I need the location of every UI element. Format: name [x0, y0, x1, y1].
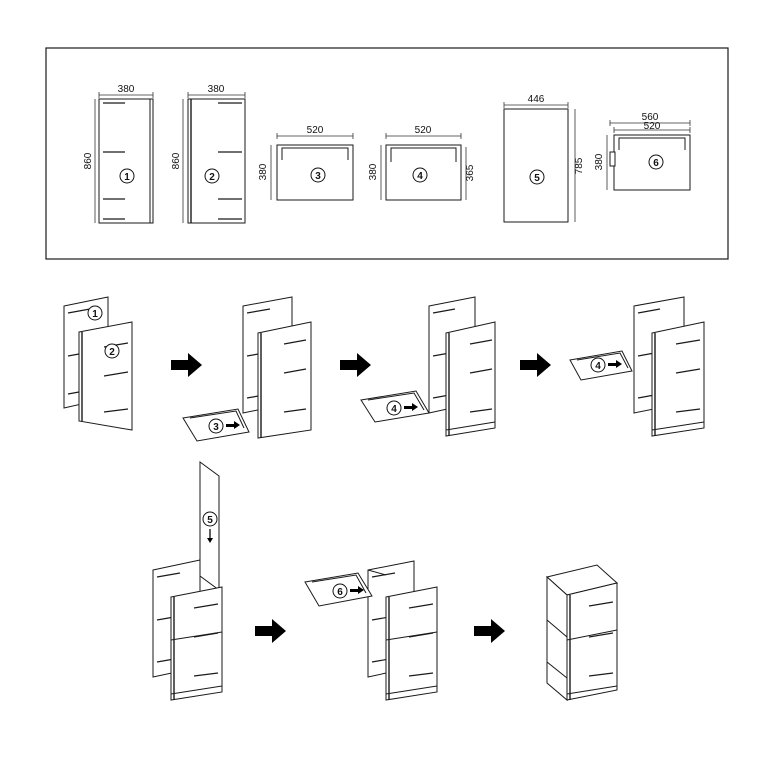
step-5-label-5: 5	[207, 515, 213, 526]
step-3: 4	[360, 296, 496, 437]
part-6-number: 6	[653, 158, 659, 169]
step-4: 4	[569, 296, 705, 437]
step-4-label-4: 4	[595, 361, 601, 372]
part-2: 380 860 2	[171, 84, 246, 224]
part-6: 560 520 380 6	[594, 112, 691, 191]
part-3-width-label: 520	[307, 125, 324, 136]
part-5-height-label: 785	[574, 157, 585, 174]
step-5: 5	[152, 461, 223, 701]
part-4-number: 4	[417, 171, 423, 182]
step-2-label-3: 3	[213, 422, 219, 433]
part-1: 380 860 1	[83, 84, 154, 224]
part-6-width-label: 560	[642, 112, 659, 123]
part-6-height-label: 380	[594, 153, 605, 170]
part-2-height-label: 860	[171, 152, 182, 169]
arrow-4	[255, 619, 286, 643]
step-6-label-6: 6	[337, 587, 343, 598]
part-6-width2-label: 520	[644, 121, 661, 132]
step-1-label-2: 2	[109, 347, 115, 358]
step-3-label-4: 4	[391, 404, 397, 415]
part-3-height-label: 380	[258, 163, 269, 180]
arrow-3	[520, 353, 551, 377]
arrow-2	[340, 353, 371, 377]
part-1-number: 1	[124, 172, 130, 183]
step-1-label-1: 1	[92, 309, 98, 320]
part-5-width-label: 446	[528, 94, 545, 105]
part-3: 520 380 3	[258, 125, 354, 201]
part-4-height2-label: 365	[465, 164, 476, 181]
part-2-width-label: 380	[208, 84, 225, 95]
part-4: 520 380 365 4	[368, 125, 476, 201]
step-1: 1 2	[63, 296, 133, 431]
part-4-width-label: 520	[415, 125, 432, 136]
parts-legend-frame	[45, 47, 729, 260]
part-1-width-label: 380	[118, 84, 135, 95]
arrow-5	[474, 619, 505, 643]
step-6: 6	[304, 560, 438, 701]
part-4-height-label: 380	[368, 163, 379, 180]
part-2-number: 2	[209, 172, 215, 183]
part-5: 446 785 5	[503, 94, 585, 223]
part-5-number: 5	[534, 173, 540, 184]
part-3-number: 3	[315, 171, 321, 182]
arrow-1	[171, 353, 202, 377]
step-7-assembled	[545, 564, 619, 702]
part-1-height-label: 860	[83, 152, 94, 169]
step-2: 3	[182, 296, 312, 442]
